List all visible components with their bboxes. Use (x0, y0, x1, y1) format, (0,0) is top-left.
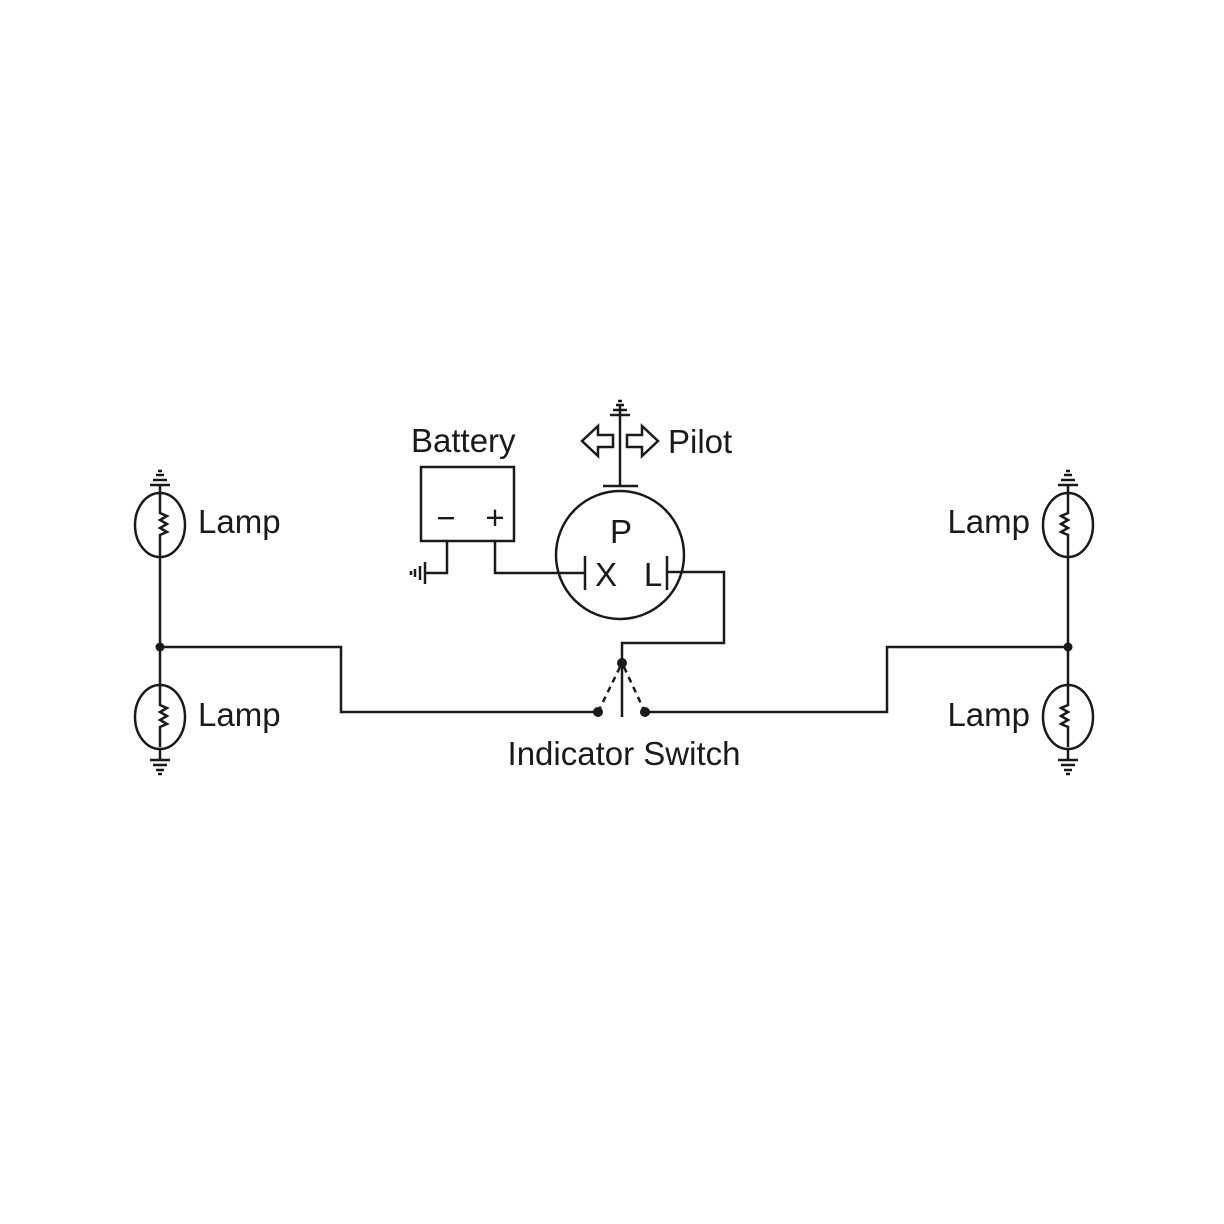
switch-common-dot (617, 658, 627, 668)
battery-minus-label: − (436, 499, 455, 536)
right-wire (645, 555, 1070, 714)
battery-ground-icon (409, 562, 427, 584)
terminal-l-label: L (644, 556, 662, 593)
lamp-right-bottom-label: Lamp (947, 696, 1030, 733)
left-junction (155, 642, 165, 652)
pilot-label: Pilot (668, 423, 732, 460)
battery-box (419, 465, 516, 543)
switch-contact-right (622, 666, 645, 709)
terminal-bars (583, 406, 726, 663)
lamp-right-top-label: Lamp (947, 503, 1030, 540)
terminal-x-label: X (595, 556, 617, 593)
lamp-right-bottom (1041, 683, 1095, 776)
battery-plus-label: + (485, 499, 504, 536)
terminal-p-label: P (610, 513, 632, 550)
switch-left-dot (593, 707, 603, 717)
switch-contact-left (598, 666, 622, 709)
left-wire (158, 555, 598, 714)
lamp-left-bottom (133, 683, 187, 776)
indicator-switch-label: Indicator Switch (508, 735, 741, 772)
battery-wires (425, 541, 585, 575)
lamp-left-top (133, 469, 187, 559)
switch-right-dot (640, 707, 650, 717)
flasher-unit (554, 489, 686, 621)
right-junction (1063, 642, 1073, 652)
lamp-right-top (1041, 469, 1095, 559)
battery-label: Battery (411, 422, 516, 459)
lamp-left-bottom-label: Lamp (198, 696, 281, 733)
pilot-arrows-icon (580, 423, 660, 459)
lamp-left-top-label: Lamp (198, 503, 281, 540)
pilot-ground-icon (610, 399, 630, 417)
